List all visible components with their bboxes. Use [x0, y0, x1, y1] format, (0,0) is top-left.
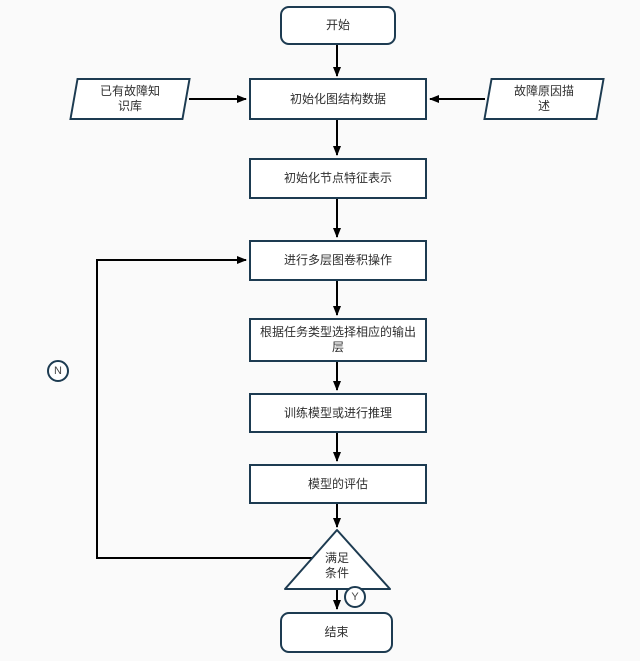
node-start: 开始: [280, 6, 396, 45]
node-condition-label: 满足条件: [324, 551, 349, 580]
node-init-graph: 初始化图结构数据: [249, 78, 427, 120]
branch-no-circle: N: [47, 360, 69, 382]
node-output-layer-label: 根据任务类型选择相应的输出层: [259, 325, 416, 354]
edge-condition-loopback: [96, 256, 313, 559]
node-evaluate-label: 模型的评估: [307, 476, 368, 491]
node-graph-convolution: 进行多层图卷积操作: [249, 240, 427, 281]
condition-triangle: [284, 529, 391, 590]
branch-yes-label: Y: [351, 591, 359, 603]
node-end: 结束: [280, 612, 393, 653]
branch-no-label: N: [54, 365, 62, 377]
node-fault-description-label: 故障原因描述: [513, 84, 574, 113]
node-graph-convolution-label: 进行多层图卷积操作: [283, 253, 392, 267]
node-end-label: 结束: [324, 625, 349, 639]
node-knowledge-base: 已有故障知识库: [69, 78, 191, 120]
node-output-layer: 根据任务类型选择相应的输出层: [249, 318, 427, 362]
node-knowledge-base-label: 已有故障知识库: [99, 84, 160, 113]
node-evaluate: 模型的评估: [249, 464, 427, 504]
node-init-features-label: 初始化节点特征表示: [283, 171, 392, 185]
node-start-label: 开始: [325, 18, 350, 32]
node-init-features: 初始化节点特征表示: [249, 158, 427, 199]
branch-yes-circle: Y: [344, 586, 366, 608]
node-init-graph-label: 初始化图结构数据: [289, 91, 386, 106]
node-fault-description: 故障原因描述: [483, 78, 605, 120]
node-train-or-infer: 训练模型或进行推理: [249, 393, 427, 433]
node-train-or-infer-label: 训练模型或进行推理: [283, 405, 392, 420]
